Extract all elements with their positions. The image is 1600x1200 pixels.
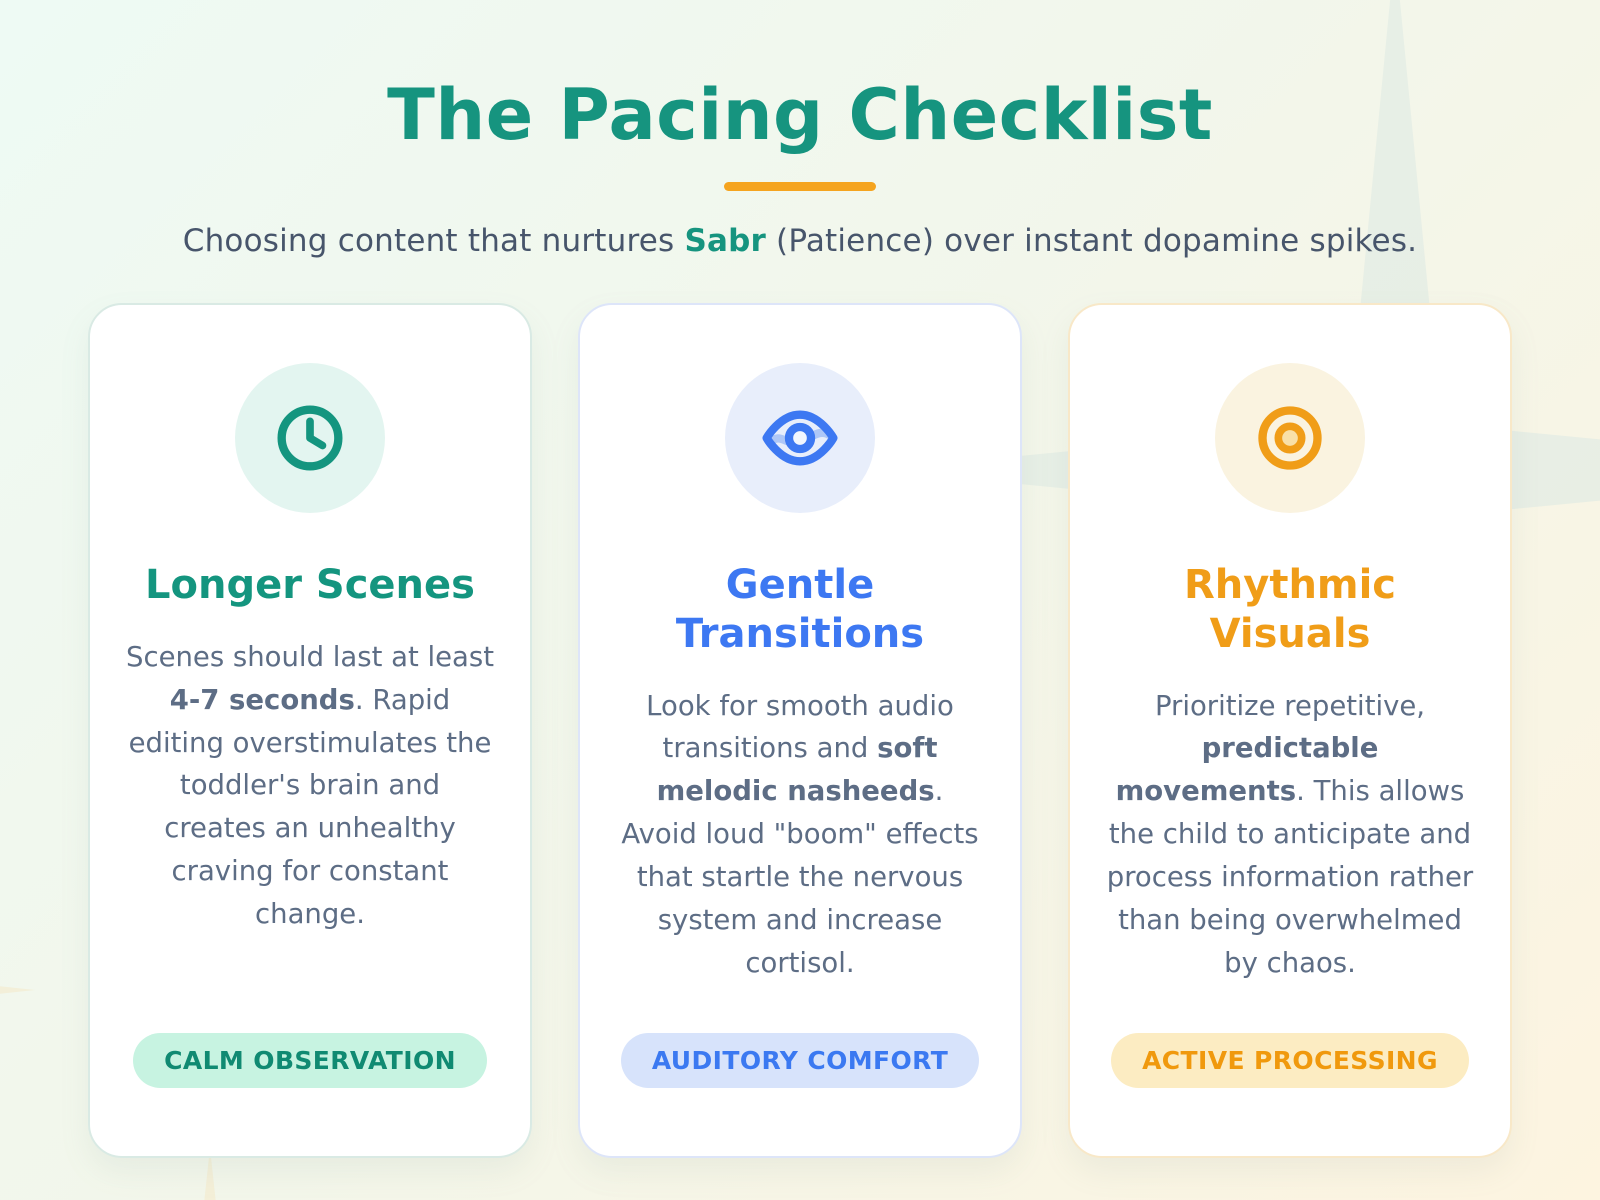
card-row: Longer Scenes Scenes should last at leas… xyxy=(88,303,1512,1158)
page-subtitle: Choosing content that nurtures Sabr (Pat… xyxy=(182,223,1418,259)
page-header: The Pacing Checklist Choosing content th… xyxy=(0,0,1600,259)
card-body: Scenes should last at least 4-7 seconds.… xyxy=(126,640,495,931)
clock-icon xyxy=(235,363,385,513)
card-gentle-transitions: Gentle Transitions Look for smooth audio… xyxy=(578,303,1022,1158)
eye-icon xyxy=(725,363,875,513)
target-icon xyxy=(1215,363,1365,513)
card-longer-scenes: Longer Scenes Scenes should last at leas… xyxy=(88,303,532,1158)
title-divider xyxy=(724,182,876,191)
card-badge: CALM OBSERVATION xyxy=(133,1033,487,1088)
card-badge: ACTIVE PROCESSING xyxy=(1111,1033,1469,1088)
card-body: Look for smooth audio transitions and so… xyxy=(621,689,979,979)
card-badge: AUDITORY COMFORT xyxy=(620,1033,980,1088)
card-title: Rhythmic Visuals xyxy=(1183,562,1397,657)
card-body: Prioritize repetitive, predictable movem… xyxy=(1106,689,1474,979)
card-rhythmic-visuals: Rhythmic Visuals Prioritize repetitive, … xyxy=(1068,303,1512,1158)
card-title: Longer Scenes xyxy=(145,562,475,608)
card-title: Gentle Transitions xyxy=(675,562,925,657)
page-title: The Pacing Checklist xyxy=(387,74,1213,156)
